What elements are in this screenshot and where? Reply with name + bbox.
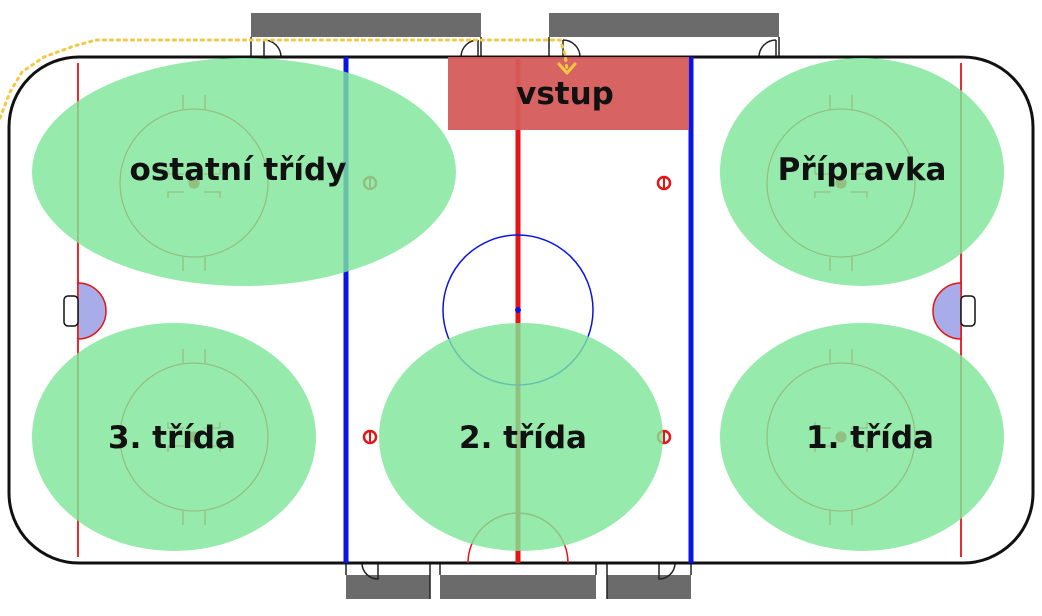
bench-top-right — [549, 13, 779, 37]
entry-path — [0, 38, 569, 120]
goal-crease-left — [77, 282, 107, 340]
zone-preschool — [720, 58, 1004, 286]
entry-arrow-icon — [557, 62, 577, 75]
zone-label-preschool: Přípravka — [778, 152, 947, 188]
door-top-4 — [758, 39, 777, 58]
zone-third-class — [32, 323, 316, 551]
goal-net-left — [63, 295, 79, 327]
penalty-box-bottom-right — [607, 575, 691, 599]
door-top-3 — [562, 39, 581, 58]
door-top-2 — [460, 39, 479, 58]
door-bottom-1 — [361, 562, 379, 580]
penalty-box-bottom-left — [346, 575, 430, 599]
zone-label-second-class: 2. třída — [459, 420, 587, 456]
bench-top-left — [251, 13, 481, 37]
door-top-1 — [263, 39, 282, 58]
zone-label-other-classes: ostatní třídy — [130, 152, 347, 188]
zone-other-classes — [32, 58, 456, 286]
goal-net-right — [960, 295, 976, 327]
zone-first-class — [720, 323, 1004, 551]
class-zones — [32, 58, 1004, 551]
door-bottom-2 — [658, 562, 676, 580]
benches — [250, 13, 780, 599]
entry-label: vstup — [516, 76, 614, 112]
officials-box-bottom — [440, 575, 596, 599]
goal-crease-right — [932, 282, 962, 340]
zone-label-third-class: 3. třída — [108, 420, 236, 456]
center-dot — [515, 307, 521, 313]
zone-second-class — [379, 323, 663, 551]
zone-label-first-class: 1. třída — [806, 420, 934, 456]
